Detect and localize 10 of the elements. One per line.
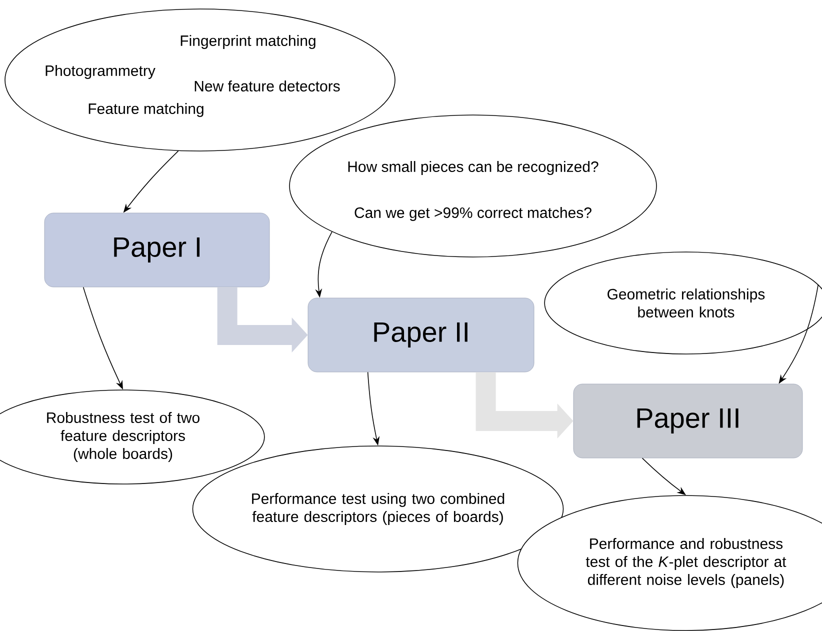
topic-label: Feature matching [88, 103, 204, 117]
paper-box: Paper II [308, 298, 534, 372]
topic-label: Fingerprint matching [180, 35, 316, 49]
question-label: Can we get >99% correct matches? [354, 207, 592, 221]
node-label: Performance and robustness test of the K-plet descriptor at different noise levels (panels) [586, 538, 786, 588]
topic-label: New feature detectors [194, 80, 340, 92]
paper-box: Paper III [573, 384, 803, 458]
question-label: How small pieces can be recognized? [348, 161, 598, 175]
paper-box: Paper I [44, 212, 270, 288]
topic-label: Photogrammetry [46, 65, 156, 79]
